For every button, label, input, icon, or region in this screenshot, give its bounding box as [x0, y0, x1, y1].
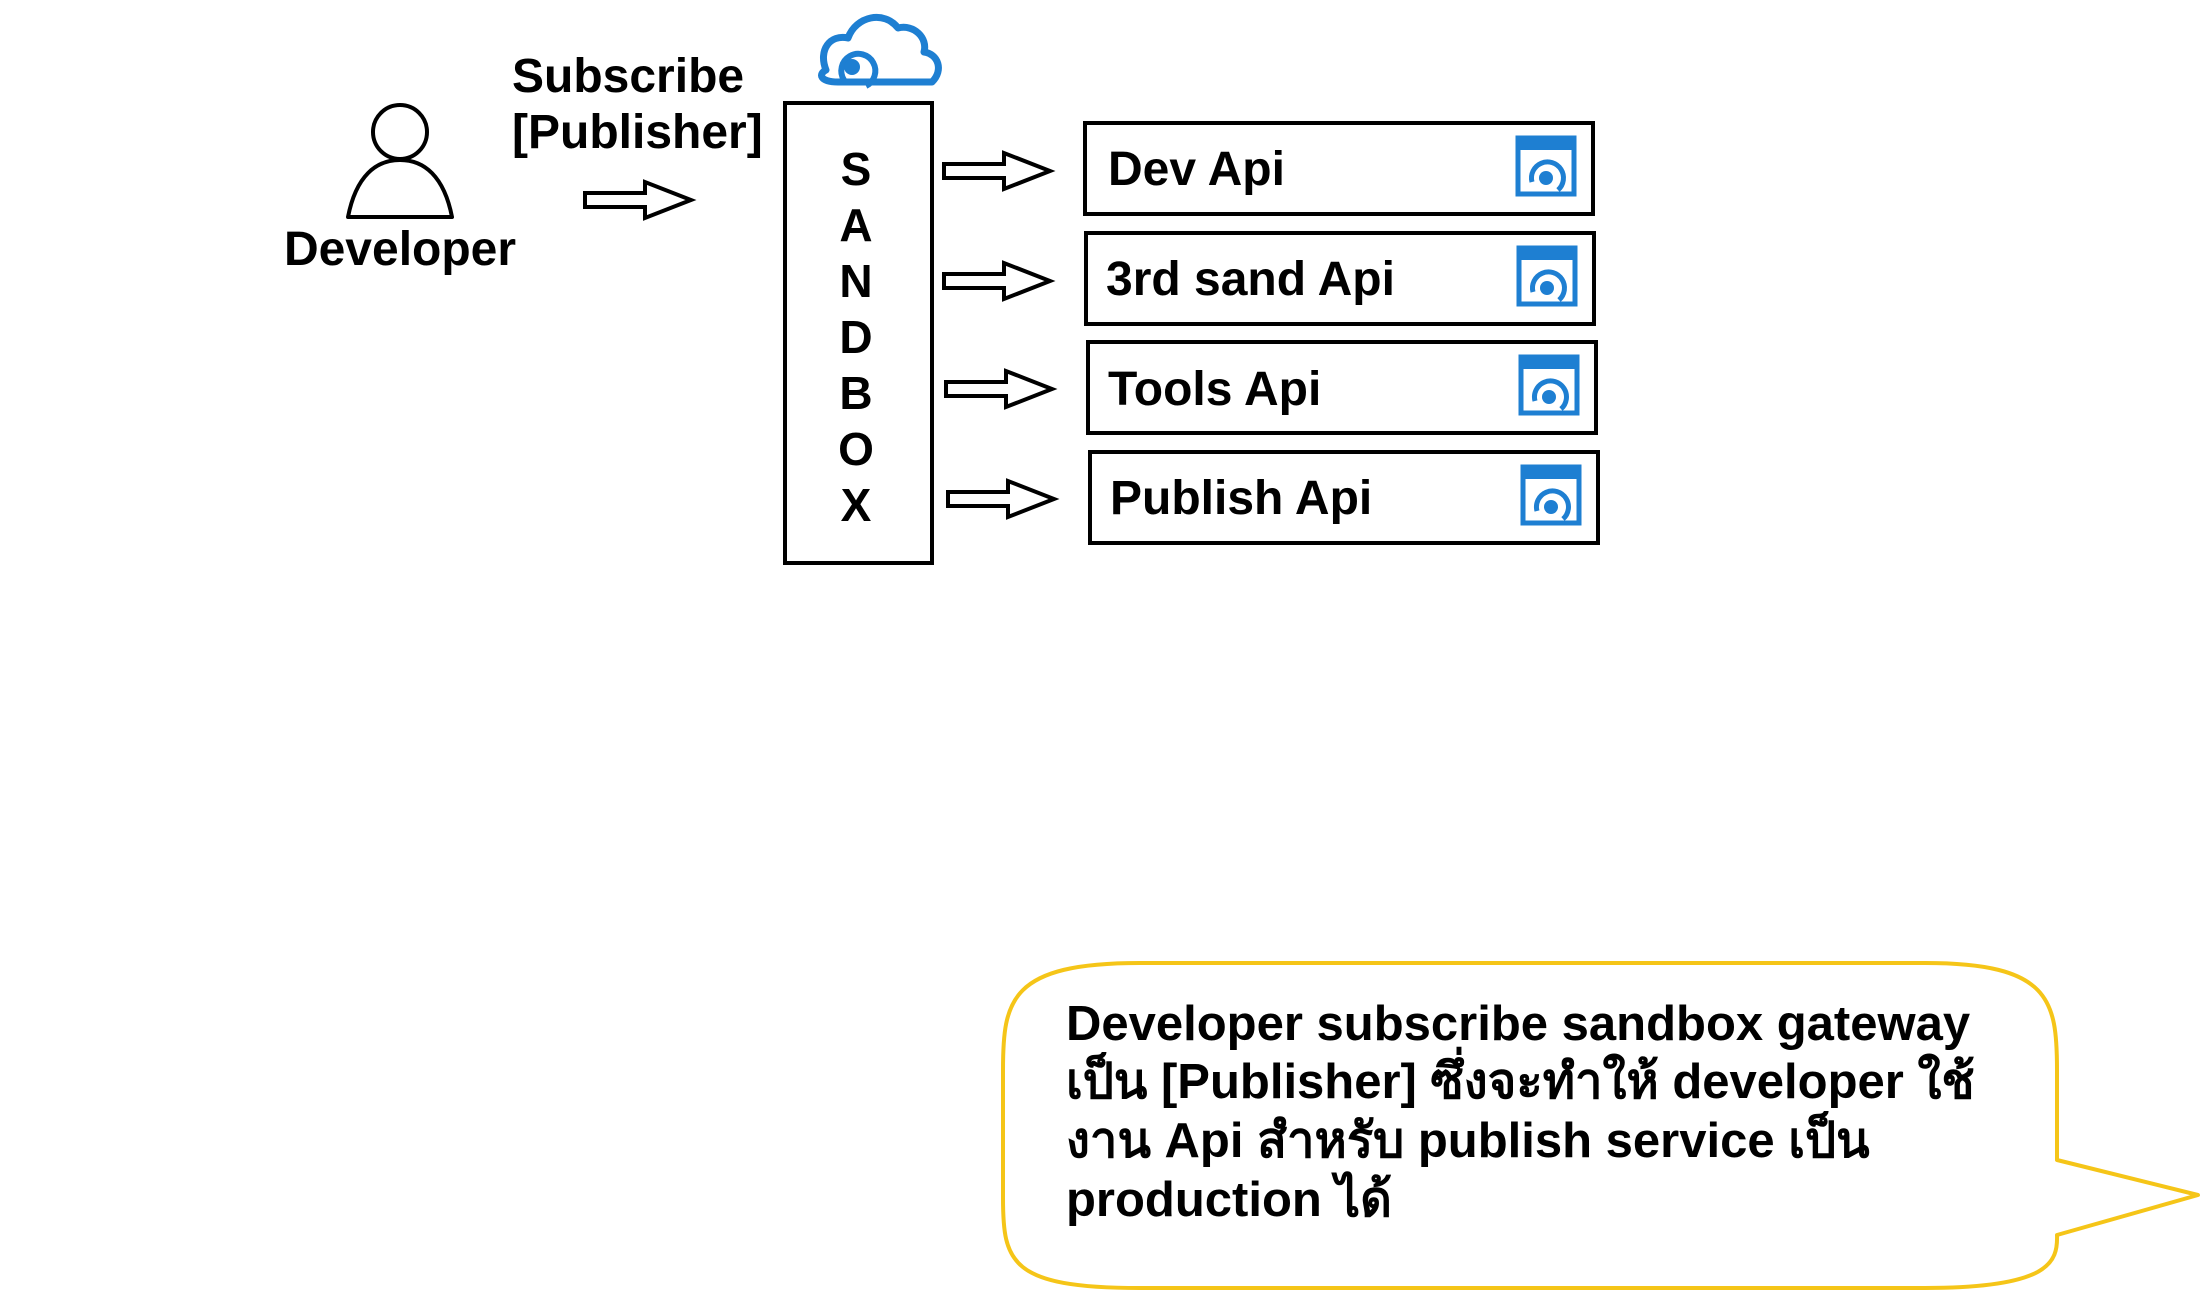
subscribe-label: Subscribe [Publisher] — [512, 50, 763, 159]
person-icon — [346, 103, 454, 219]
subscribe-line-1: Subscribe — [512, 50, 744, 103]
sandbox-letter-o: O — [838, 423, 874, 475]
callout-bubble: Developer subscribe sandbox gateway เป็น… — [1001, 961, 2200, 1290]
subscribe-line-2: [Publisher] — [512, 106, 763, 159]
sandbox-letter-s: S — [841, 143, 872, 195]
api-box-publish: Publish Api — [1088, 450, 1600, 545]
sandbox-letter-x: X — [841, 479, 872, 531]
arrow-to-tools-api — [944, 369, 1054, 409]
api-label-3rd-sand: 3rd sand Api — [1106, 253, 1395, 306]
sandbox-gateway: S A N D B O X — [783, 101, 934, 565]
callout-line-4: production ได้ — [1066, 1170, 1392, 1227]
sandbox-letter-b: B — [839, 367, 872, 419]
sandbox-letter-a: A — [839, 199, 872, 251]
callout-line-2: เป็น [Publisher] ซึ่งจะทำให้ developer ใ… — [1066, 1046, 1975, 1109]
api-label-tools: Tools Api — [1108, 363, 1321, 416]
sandbox-letter-d: D — [839, 311, 872, 363]
arrow-to-dev-api — [942, 151, 1052, 191]
callout-line-3: งาน Api สำหรับ publish service เป็น — [1066, 1110, 1870, 1168]
arrow-to-publish-api — [946, 479, 1056, 519]
api-box-tools: Tools Api — [1086, 340, 1598, 435]
cloud-api-icon — [818, 14, 942, 89]
developer-actor: Developer — [284, 103, 516, 276]
sandbox-letter-n: N — [839, 255, 872, 307]
arrow-to-3rd-sand-api — [942, 261, 1052, 301]
api-box-3rd-sand: 3rd sand Api — [1084, 231, 1596, 326]
developer-label: Developer — [284, 223, 516, 276]
api-box-dev: Dev Api — [1083, 121, 1595, 216]
api-label-publish: Publish Api — [1110, 472, 1372, 525]
api-label-dev: Dev Api — [1108, 143, 1285, 196]
arrow-to-sandbox — [583, 180, 693, 220]
callout-line-1: Developer subscribe sandbox gateway — [1066, 997, 1970, 1051]
